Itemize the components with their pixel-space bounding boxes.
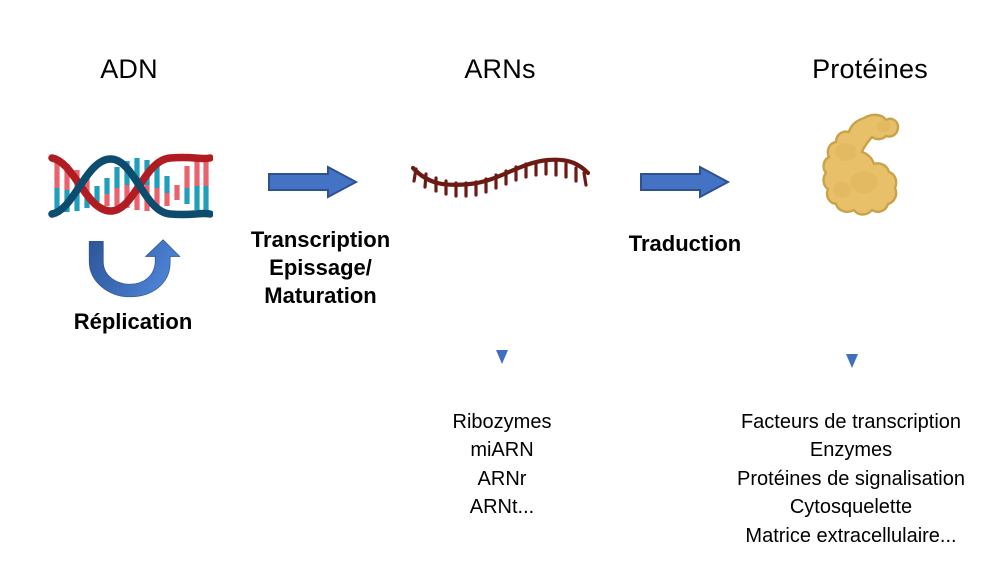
thin-down-arrow-arns-icon <box>493 240 511 366</box>
label-transcription: Transcription Epissage/ Maturation <box>250 227 391 308</box>
right-block-arrow-transcription-icon <box>268 165 359 199</box>
label-replication: Réplication <box>73 309 193 334</box>
protein-blob-icon <box>802 110 908 226</box>
label-traduction: Traduction <box>628 231 742 256</box>
product-list-arns: Ribozymes miARN ARNr ARNt... <box>452 411 552 519</box>
right-block-arrow-traduction-icon <box>640 165 731 199</box>
column-title-proteines: Protéines <box>812 54 928 84</box>
curved-u-turn-arrow-icon <box>88 238 184 298</box>
product-list-proteines: Facteurs de transcription Enzymes Protéi… <box>737 411 965 547</box>
column-title-adn: ADN <box>100 54 158 84</box>
dna-double-helix-icon <box>48 148 213 224</box>
rna-single-strand-icon <box>408 152 598 208</box>
thin-down-arrow-proteines-icon <box>843 246 861 370</box>
column-title-arns: ARNs <box>464 54 536 84</box>
